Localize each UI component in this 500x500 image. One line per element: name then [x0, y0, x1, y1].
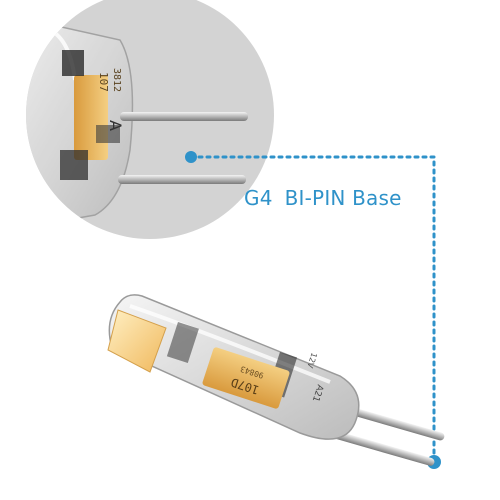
- g4-bulb: 90843 107D A21 12V: [107, 294, 445, 466]
- zoom-chip-code: 107: [97, 72, 110, 92]
- zoom-circle: 107 3812 A: [26, 0, 274, 239]
- callout-label: G4 BI-PIN Base: [244, 186, 402, 210]
- zoom-chip-series: A: [106, 120, 125, 131]
- zoom-pin-bottom: [118, 175, 246, 184]
- led-cob: [107, 309, 167, 373]
- driver-chip: [202, 347, 290, 409]
- callout-label-base-type: G4: [244, 186, 273, 210]
- zoom-chip-batch: 3812: [111, 68, 122, 92]
- bulb-pin-bottom: [318, 426, 435, 466]
- zoom-pin-top: [120, 112, 248, 121]
- callout-label-base-name: BI-PIN Base: [284, 186, 402, 210]
